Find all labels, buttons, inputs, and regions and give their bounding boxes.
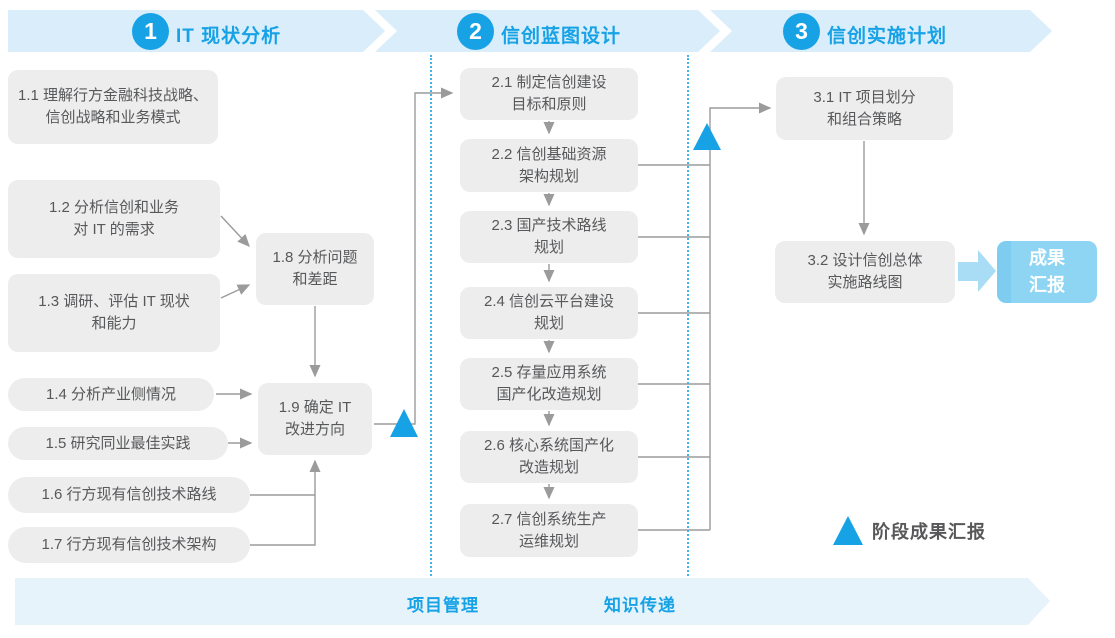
phase-divider-1-2 xyxy=(430,55,432,576)
box-3-1-line2: 和组合策略 xyxy=(826,110,902,128)
phase2-title: 信创蓝图设计 xyxy=(501,26,622,47)
box-1-9-line2: 改进方向 xyxy=(284,421,345,438)
box-2-1-line2: 目标和原则 xyxy=(511,96,587,113)
phase1-number: 1 xyxy=(144,18,157,44)
box-1-5: 1.5 研究同业最佳实践 xyxy=(8,427,228,460)
connector-1-3-to-1-8 xyxy=(220,284,251,299)
box-3-2-line1: 3.2 设计信创总体 xyxy=(807,252,923,270)
box-1-3-line1: 1.3 调研、评估 IT 现状 xyxy=(38,293,190,311)
legend-triangle-icon xyxy=(833,516,863,545)
box-1-7-line1: 1.7 行方现有信创技术架构 xyxy=(41,536,217,554)
connector-1-2-to-1-8 xyxy=(220,215,250,248)
box-1-2-line2: 对 IT 的需求 xyxy=(73,221,155,238)
box-1-3-line2: 和能力 xyxy=(91,315,137,332)
box-1-7: 1.7 行方现有信创技术架构 xyxy=(8,527,250,563)
result-block-arrow xyxy=(958,250,996,292)
phase1-number-badge: 1 xyxy=(132,13,169,50)
result-report-line2: 汇报 xyxy=(1029,275,1065,295)
box-2-3-line1: 2.3 国产技术路线 xyxy=(491,217,607,235)
box-1-8: 1.8 分析问题 和差距 xyxy=(256,233,374,305)
connector-1-9-to-2-1 xyxy=(374,87,454,425)
box-2-4: 2.4 信创云平台建设 规划 xyxy=(460,287,638,339)
box-2-1: 2.1 制定信创建设 目标和原则 xyxy=(460,68,638,120)
milestone-triangle-phase1 xyxy=(390,409,418,437)
box-3-2: 3.2 设计信创总体 实施路线图 xyxy=(775,241,955,303)
phase1-title: IT 现状分析 xyxy=(176,26,282,47)
phase2-number: 2 xyxy=(469,18,482,44)
footer-band xyxy=(15,578,1050,625)
box-1-2: 1.2 分析信创和业务 对 IT 的需求 xyxy=(8,180,220,258)
box-1-3: 1.3 调研、评估 IT 现状 和能力 xyxy=(8,274,220,352)
box-2-3: 2.3 国产技术路线 规划 xyxy=(460,211,638,263)
phase1-band xyxy=(8,10,385,52)
box-2-7-line2: 运维规划 xyxy=(518,532,579,550)
box-3-1: 3.1 IT 项目划分 和组合策略 xyxy=(776,77,953,140)
footer-knowledge-transfer-label: 知识传递 xyxy=(604,596,676,615)
connector-1-7-elbow xyxy=(250,459,321,546)
box-1-4-line1: 1.4 分析产业侧情况 xyxy=(45,385,177,403)
box-1-1-line1: 1.1 理解行方金融科技战略、 xyxy=(17,87,209,105)
result-report-line1: 成果 xyxy=(1029,248,1065,268)
box-3-1-line1: 3.1 IT 项目划分 xyxy=(813,88,916,106)
box-2-1-line1: 2.1 制定信创建设 xyxy=(491,74,607,92)
box-1-6-line1: 1.6 行方现有信创技术路线 xyxy=(41,486,217,504)
milestone-triangle-phase2 xyxy=(693,123,721,150)
result-report-box: 成果 汇报 xyxy=(997,241,1097,303)
box-2-6: 2.6 核心系统国产化 改造规划 xyxy=(460,431,638,483)
box-1-9-line1: 1.9 确定 IT xyxy=(278,399,352,417)
box-1-1: 1.1 理解行方金融科技战略、 信创战略和业务模式 xyxy=(8,70,218,144)
box-1-8-line1: 1.8 分析问题 xyxy=(272,249,358,267)
phase2-number-badge: 2 xyxy=(457,13,494,50)
phase3-number-badge: 3 xyxy=(783,13,820,50)
box-1-6: 1.6 行方现有信创技术路线 xyxy=(8,477,250,513)
phase3-title: 信创实施计划 xyxy=(827,26,948,47)
box-2-6-line1: 2.6 核心系统国产化 xyxy=(483,437,615,455)
phase-divider-2-3 xyxy=(687,55,689,576)
box-2-5-line2: 国产化改造规划 xyxy=(496,386,602,403)
box-1-4: 1.4 分析产业侧情况 xyxy=(8,378,214,411)
box-1-9: 1.9 确定 IT 改进方向 xyxy=(258,383,372,455)
box-2-6-line2: 改造规划 xyxy=(518,459,579,476)
box-2-2-line2: 架构规划 xyxy=(518,167,579,185)
box-2-2-line1: 2.2 信创基础资源 xyxy=(491,145,607,163)
box-1-1-line2: 信创战略和业务模式 xyxy=(45,109,181,126)
footer-project-management-label: 项目管理 xyxy=(407,596,479,615)
box-3-2-line2: 实施路线图 xyxy=(827,274,903,291)
box-2-2: 2.2 信创基础资源 架构规划 xyxy=(460,139,638,192)
box-1-8-line2: 和差距 xyxy=(292,271,338,288)
box-2-5-line1: 2.5 存量应用系统 xyxy=(491,364,607,382)
box-1-5-line1: 1.5 研究同业最佳实践 xyxy=(45,434,191,452)
box-2-7: 2.7 信创系统生产 运维规划 xyxy=(460,504,638,557)
box-2-3-line2: 规划 xyxy=(533,239,564,256)
box-2-4-line2: 规划 xyxy=(533,315,564,332)
box-2-7-line1: 2.7 信创系统生产 xyxy=(491,510,607,528)
box-2-5: 2.5 存量应用系统 国产化改造规划 xyxy=(460,358,638,410)
collector-to-3-1 xyxy=(709,102,772,530)
phase3-number: 3 xyxy=(795,18,808,44)
legend-milestone-label: 阶段成果汇报 xyxy=(872,522,986,542)
box-2-4-line1: 2.4 信创云平台建设 xyxy=(483,293,615,311)
box-1-2-line1: 1.2 分析信创和业务 xyxy=(48,199,180,217)
